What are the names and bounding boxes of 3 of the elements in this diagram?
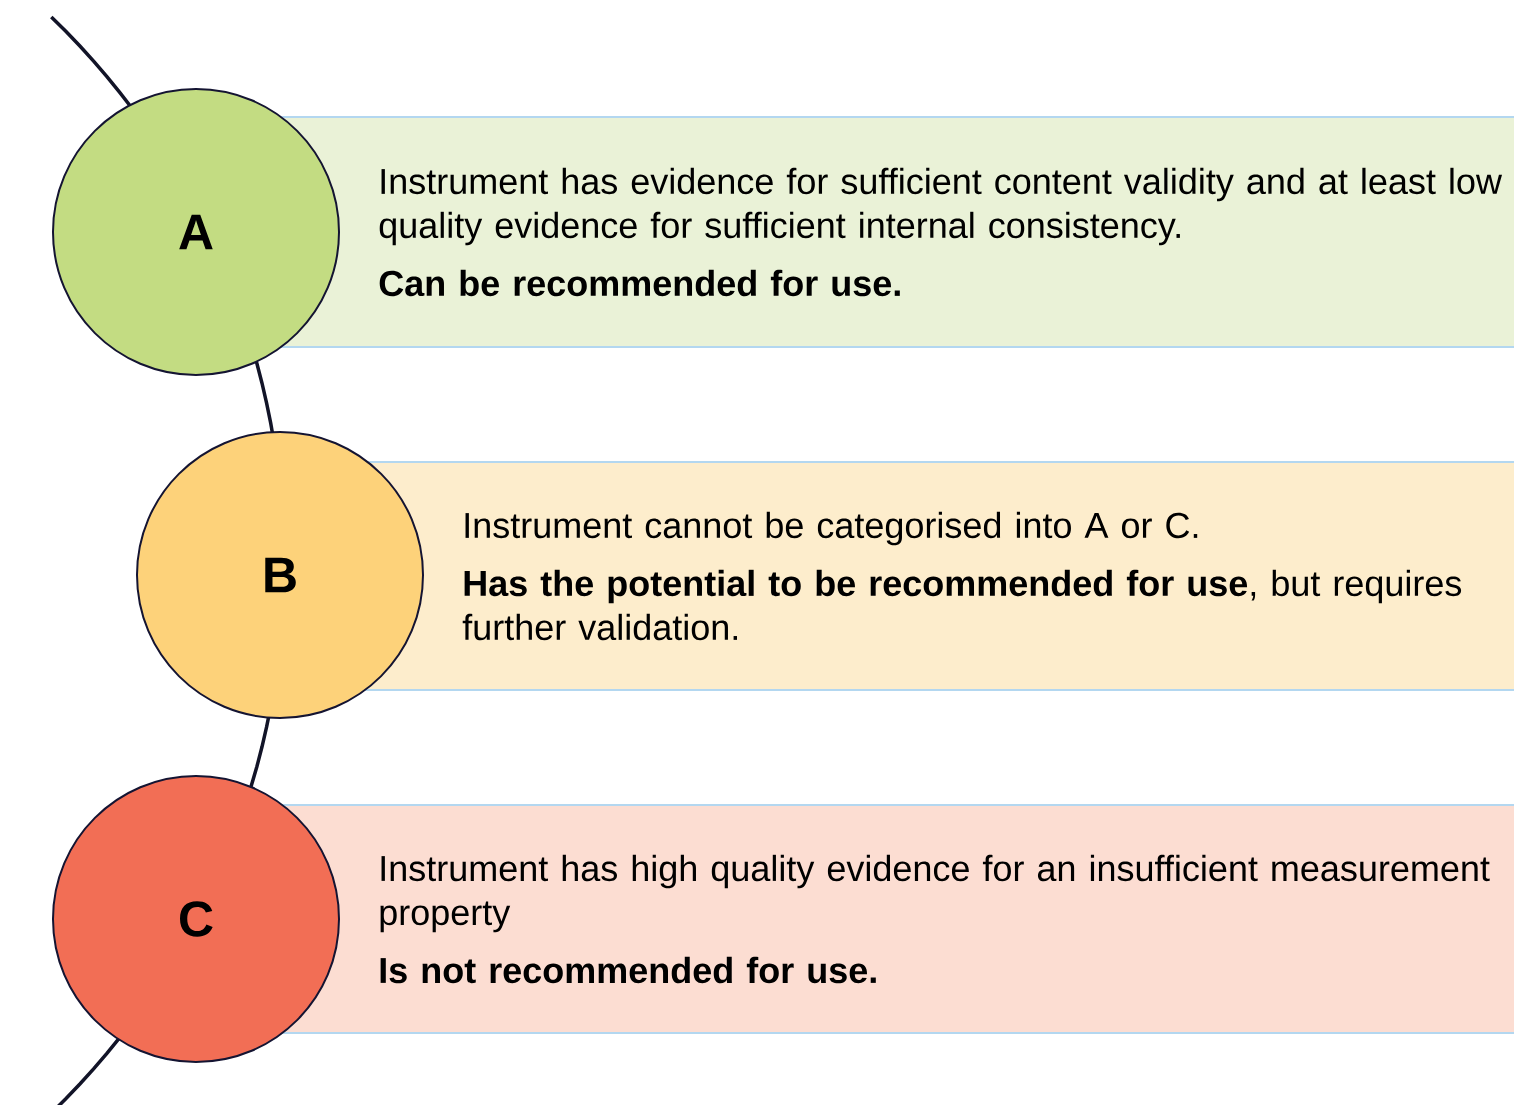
grade-description: Instrument cannot be categorised into A or C. Has the potential to be recommended for use, but requires further validation.: [462, 511, 1462, 641]
grade-description: Instrument has evidence for sufficient content validity and at least low quality evidence for sufficient internal consistency. Can be recommended for use.: [379, 167, 1503, 297]
grade-description: Instrument has high quality evidence for an insufficient measurement property Is not recommended for use.: [380, 854, 1490, 984]
